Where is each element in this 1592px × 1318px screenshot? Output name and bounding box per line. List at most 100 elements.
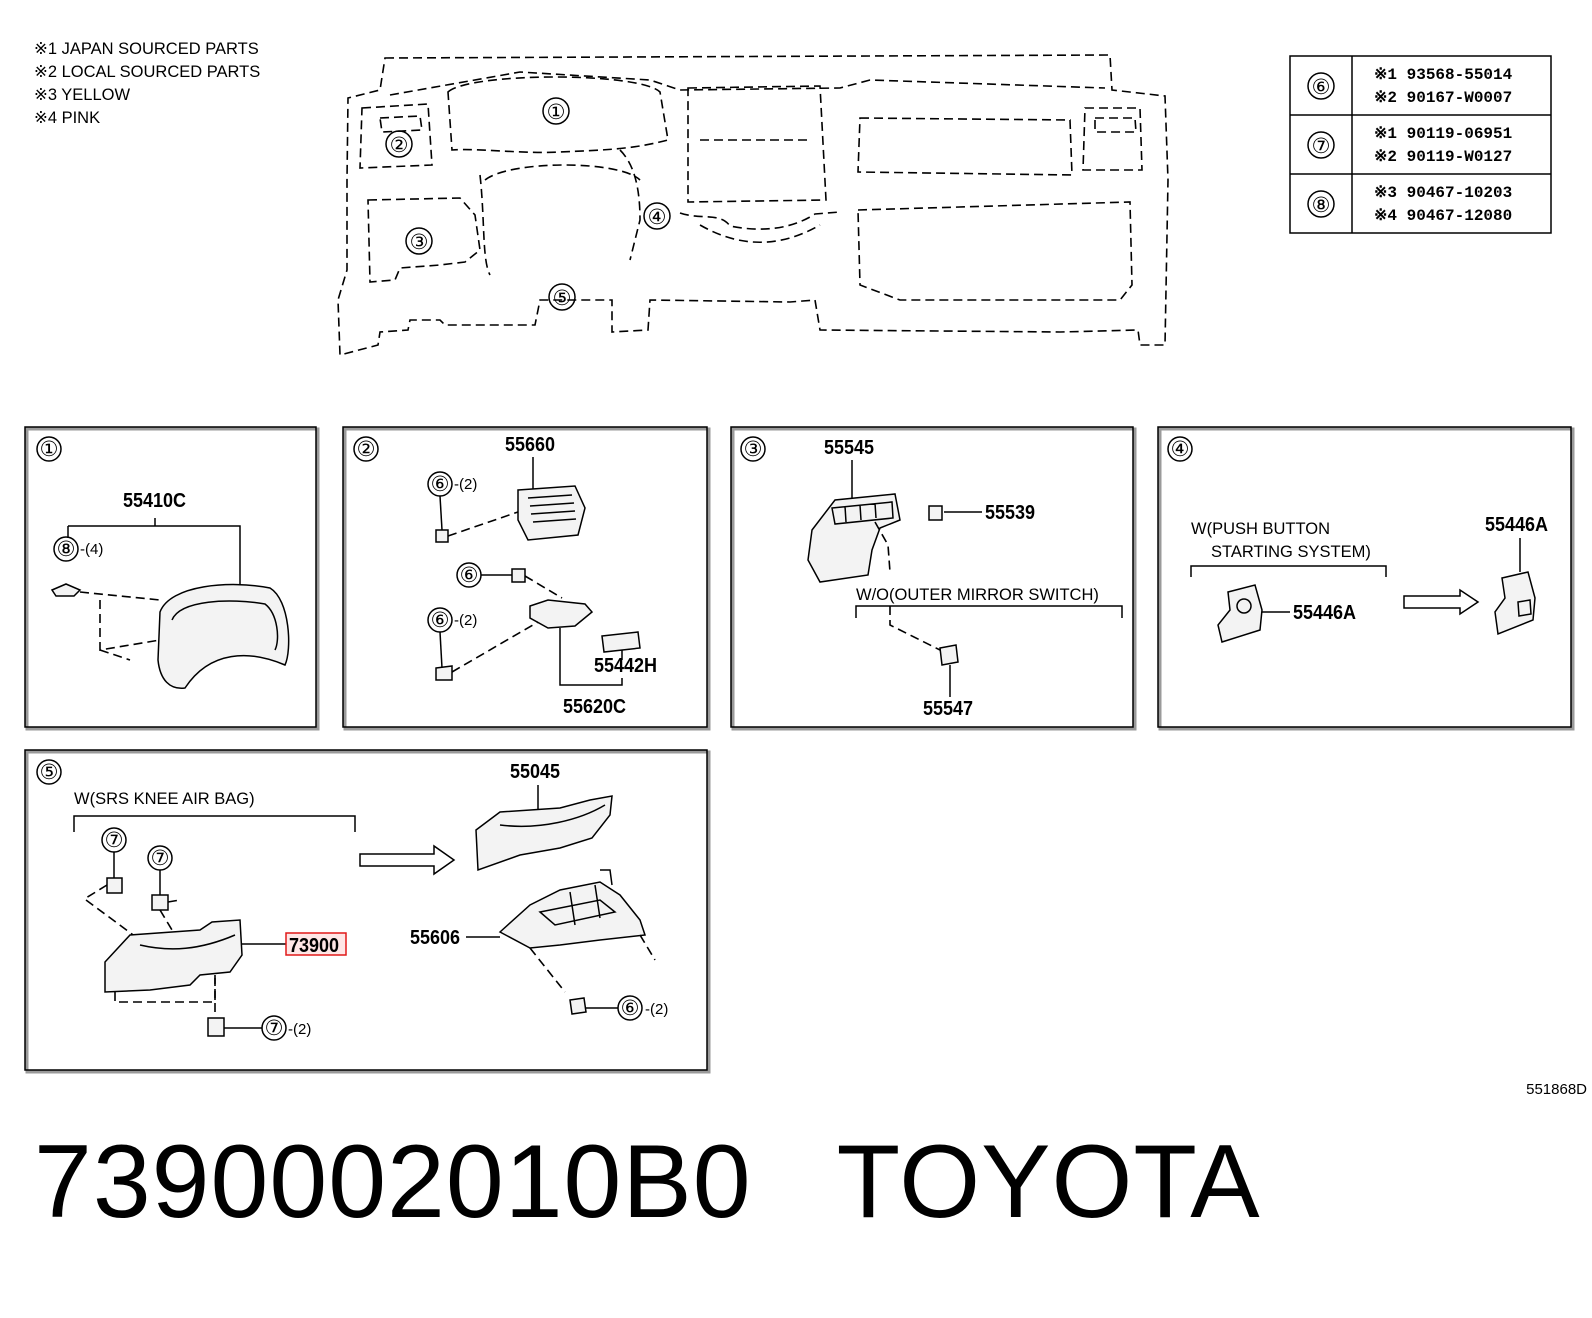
bolt-icon [207,1017,225,1037]
knee-panel-icon [104,919,243,993]
panel-5: ⑤ W(SRS KNEE AIR BAG) ⑦ ⑦ 73900 ⑦ -(2) 5… [24,749,711,1074]
panel-3-number: ③ [744,438,763,461]
fastener-table: ⑥ ※1 93568-55014 ※2 90167-W0007 ⑦ ※1 901… [1289,55,1552,234]
part-55446A-standard: 55446A [1293,602,1356,624]
switch-plate-icon [1494,571,1536,636]
table-ref-6: ⑥ [1312,76,1331,99]
bracket-icon [529,599,594,629]
overview-callout-1-label: ① [547,101,566,124]
knee-airbag-bracket-icon [498,881,647,949]
highlighted-part-box[interactable] [285,932,347,956]
part-55446A-push-button: 55446A [1485,514,1548,536]
screw-icon [435,529,449,543]
overview-callout-2-label: ② [390,134,409,157]
overview-callout-5-ring [548,283,576,311]
callout-8: ⑧ [57,538,76,561]
callout-6c-qty: -(2) [454,612,477,629]
table-ref-6-ring [1307,72,1335,100]
table-ref-7-ring [1307,131,1335,159]
footer-brand: TOYOTA [836,1124,1261,1240]
panel-2: ② 55660 ⑥ -(2) ⑥ ⑥ -(2) 55442H 55620C [342,426,711,731]
panel-3-number-ring [740,436,766,462]
condition-srs-knee-air-bag: W(SRS KNEE AIR BAG) [74,790,255,808]
callout-6d: ⑥ [621,997,640,1020]
switch-hole-cover-icon [939,644,959,666]
overview-callout-5-label: ⑤ [553,287,572,310]
overview-callout-4-ring [643,202,671,230]
table-ref-8-ring [1307,190,1335,218]
clip-icon [50,583,82,597]
illustration-code: 551868D [1526,1081,1587,1098]
callout-6a-qty: -(2) [454,476,477,493]
callout-7c-ring [261,1015,287,1041]
panel-5-number-ring [36,759,62,785]
part-55539: 55539 [985,502,1035,524]
bolt-icon [106,877,123,894]
panel-1-number-ring [36,436,62,462]
dashboard-overview: ① ② ③ ④ ⑤ [337,54,1169,357]
table-row-6-line-2: ※2 90167-W0007 [1374,89,1512,107]
table-row-6-line-1: ※1 93568-55014 [1374,66,1513,84]
table-row-8-line-2: ※4 90467-12080 [1374,207,1512,225]
screw-icon [569,997,587,1015]
panel-5-number: ⑤ [40,761,59,784]
table-ref-8: ⑧ [1312,194,1331,217]
panel-1: ① 55410C ⑧ -(4) [24,426,320,731]
table-row-7-line-1: ※1 90119-06951 [1374,125,1512,143]
condition-push-button-line-1: W(PUSH BUTTON [1191,520,1330,538]
overview-callout-3-label: ③ [410,231,429,254]
switch-hole-cover-icon [928,505,943,521]
overview-callout-3-ring [405,227,433,255]
cluster-hood-icon [157,583,290,689]
callout-6a: ⑥ [431,473,450,496]
callout-6d-qty: -(2) [645,1001,668,1018]
part-73900[interactable]: 73900 [289,935,339,957]
panel-2-number-ring [353,436,379,462]
overview-callout-2-ring [385,130,413,158]
part-55442H: 55442H [594,655,657,677]
sourcing-notes: ※1 JAPAN SOURCED PARTS ※2 LOCAL SOURCED … [34,40,260,127]
condition-push-button-line-2: STARTING SYSTEM) [1211,543,1371,561]
part-55606: 55606 [410,927,460,949]
switch-blank-icon [601,631,641,653]
part-55660: 55660 [505,434,555,456]
table-row-8-line-1: ※3 90467-10203 [1374,184,1512,202]
panel-4: ④ W(PUSH BUTTON STARTING SYSTEM) 55446A … [1157,426,1575,731]
lower-panel-icon [807,493,901,583]
bolt-icon [151,894,169,911]
part-55410C: 55410C [123,490,186,512]
callout-7c: ⑦ [265,1017,284,1040]
arrow-icon [359,844,456,876]
panel-2-number: ② [357,438,376,461]
panel-1-number: ① [40,438,59,461]
callout-6c: ⑥ [431,609,450,632]
table-ref-7: ⑦ [1312,135,1331,158]
screw-icon [511,568,526,583]
screw-icon [435,665,453,681]
callout-8-ring [53,536,79,562]
part-55620C: 55620C [563,696,626,718]
lower-cover-icon [475,795,613,872]
note-local-sourced: ※2 LOCAL SOURCED PARTS [34,63,260,81]
callout-7a: ⑦ [105,829,124,852]
callout-8-qty: -(4) [80,541,103,558]
callout-6d-ring [617,995,643,1021]
footer-part-number: 7390002010B0 [34,1124,752,1240]
arrow-icon [1403,588,1480,616]
panel-4-number-ring [1167,436,1193,462]
callout-7c-qty: -(2) [288,1021,311,1038]
callout-6b: ⑥ [460,564,479,587]
overview-callout-4-label: ④ [648,206,667,229]
part-55547: 55547 [923,698,973,720]
note-yellow: ※3 YELLOW [34,86,130,104]
panel-4-number: ④ [1171,438,1190,461]
part-55045: 55045 [510,761,560,783]
note-pink: ※4 PINK [34,109,100,127]
part-55545: 55545 [824,437,874,459]
overview-callout-1 [542,97,570,125]
switch-plate-icon [1217,584,1263,643]
panel-3: ③ 55545 55539 W/O(OUTER MIRROR SWITCH) 5… [730,426,1137,731]
condition-wo-outer-mirror-switch: W/O(OUTER MIRROR SWITCH) [856,586,1099,604]
